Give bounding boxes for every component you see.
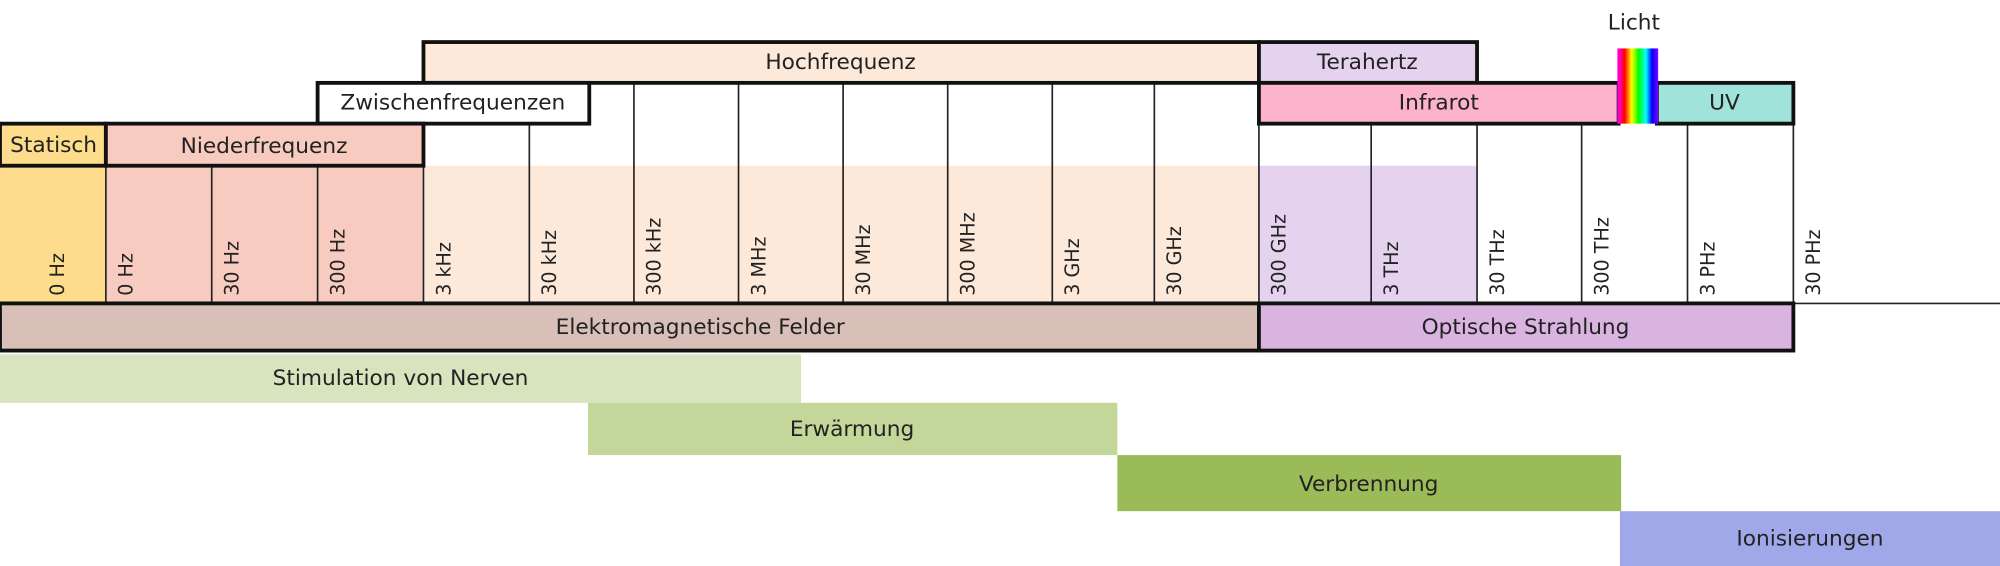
frequency-label: 300 Hz [326, 229, 349, 296]
frequency-label: 300 GHz [1268, 214, 1291, 296]
frequency-label: 300 THz [1590, 217, 1613, 296]
frequency-label: 30 GHz [1163, 226, 1186, 296]
terahertz-band [1257, 40, 1479, 85]
ionisierungen-bar [1619, 511, 2000, 566]
statisch-column-fill [0, 165, 106, 304]
frequency-label: 3 kHz [432, 242, 455, 296]
optische-strahlung-label: Optische Strahlung [1422, 315, 1630, 340]
frequency-label: 30 THz [1486, 229, 1509, 295]
elektromagnetische-felder-label: Elektromagnetische Felder [556, 315, 845, 340]
visible-light-spectrum [1617, 48, 1659, 124]
frequency-label: 30 Hz [221, 241, 244, 296]
zwischenfrequenzen-label: Zwischenfrequenzen [340, 91, 565, 116]
niederfrequenz-band [103, 121, 426, 168]
erwaermung-bar [588, 402, 1118, 456]
zwischenfrequenzen-band [315, 80, 592, 126]
infrarot-label: Infrarot [1399, 91, 1479, 116]
optische-strahlung-band [1257, 301, 1796, 353]
column-dividers [105, 82, 1795, 304]
frequency-label: 30 kHz [538, 230, 561, 296]
terahertz-column-fill [1258, 165, 1478, 304]
verbrennung-label: Verbrennung [1299, 472, 1439, 497]
frequency-label: 3 MHz [747, 237, 770, 296]
frequency-label: 0 Hz [115, 253, 138, 296]
frequency-label: 3 PHz [1696, 242, 1719, 296]
infrarot-band [1257, 80, 1621, 126]
verbrennung-bar [1117, 455, 1622, 512]
frequency-labels: 0 Hz 0 Hz 30 Hz 300 Hz 3 kHz 30 kHz 300 kHz 3 M… [46, 212, 1825, 295]
licht-label: Licht [1608, 10, 1660, 35]
niederfrequenz-column-fill [105, 165, 424, 304]
terahertz-label: Terahertz [1316, 50, 1418, 75]
uv-label: UV [1709, 91, 1740, 116]
statisch-label: Statisch [10, 133, 97, 158]
erwaermung-label: Erwärmung [790, 417, 914, 442]
statisch-band [0, 121, 108, 168]
hochfrequenz-column-fill [423, 165, 1259, 304]
frequency-label: 300 kHz [643, 218, 666, 296]
stimulation-label: Stimulation von Nerven [273, 366, 529, 391]
elektromagnetische-felder-band [0, 301, 1261, 353]
frequency-label: 30 MHz [852, 224, 875, 295]
frequency-label: 300 MHz [956, 212, 979, 295]
frequency-label: 3 THz [1380, 241, 1403, 295]
niederfrequenz-label: Niederfrequenz [181, 134, 348, 159]
stimulation-bar [0, 354, 802, 403]
frequency-label: 30 PHz [1802, 229, 1825, 295]
frequency-label: 3 GHz [1061, 238, 1084, 295]
hochfrequenz-label: Hochfrequenz [765, 50, 915, 75]
ionisierungen-label: Ionisierungen [1736, 527, 1883, 552]
frequency-label: 0 Hz [46, 253, 69, 296]
